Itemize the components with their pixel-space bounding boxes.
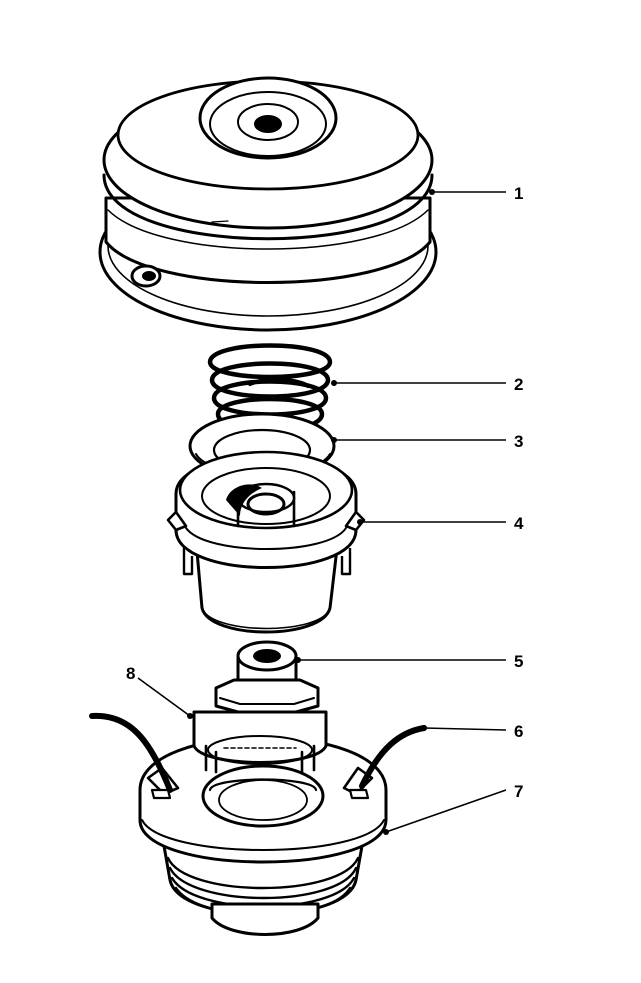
leader-lines xyxy=(137,189,507,835)
callout-labels: 1 2 3 4 5 6 7 8 xyxy=(126,184,524,801)
callout-2: 2 xyxy=(514,375,523,394)
callout-3: 3 xyxy=(514,432,523,451)
callout-5: 5 xyxy=(514,652,523,671)
callout-1: 1 xyxy=(514,184,523,203)
part-spool-housing xyxy=(138,710,388,936)
part-trimmer-line xyxy=(89,712,427,793)
part-cover xyxy=(98,76,438,332)
callout-8: 8 xyxy=(126,664,135,683)
part-spool-insert xyxy=(166,450,366,634)
callout-7: 7 xyxy=(514,782,523,801)
callout-6: 6 xyxy=(514,722,523,741)
callout-4: 4 xyxy=(514,514,524,533)
